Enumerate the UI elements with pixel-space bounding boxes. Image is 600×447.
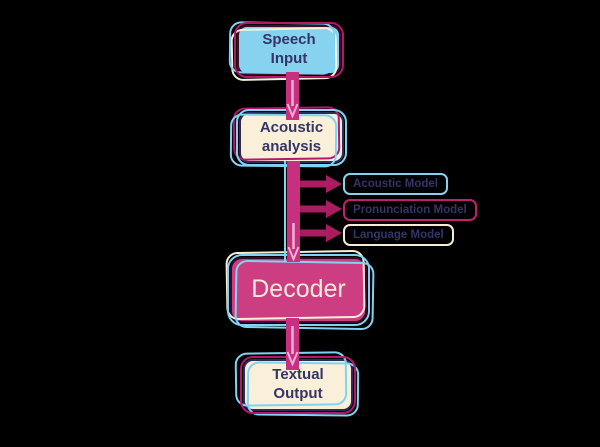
tag-pronunciation-model: Pronunciation Model — [343, 199, 477, 221]
arrow-speech-to-acoustic — [286, 72, 299, 120]
node-decoder: Decoder — [227, 254, 370, 326]
tag-language-model: Language Model — [343, 224, 454, 246]
node-label-line: analysis — [261, 137, 322, 155]
tag-acoustic-model: Acoustic Model — [343, 173, 448, 195]
node-label-line: Decoder — [251, 275, 346, 304]
node-acoustic-analysis: Acoustic analysis — [236, 109, 347, 166]
node-label-line: Speech — [262, 31, 316, 49]
node-speech-input: Speech Input — [234, 22, 344, 78]
node-label-line: Output — [273, 385, 323, 402]
arrow-to-language-model — [299, 224, 342, 242]
arrow-to-pronunciation-model — [299, 200, 342, 218]
arrow-decoder-to-textual — [286, 318, 299, 370]
node-label-line: Input — [270, 50, 308, 67]
node-label-line: Acoustic — [259, 118, 324, 136]
arrow-to-acoustic-model — [299, 175, 342, 193]
arrow-acoustic-to-decoder — [284, 161, 300, 262]
node-label-line: Textual — [272, 366, 324, 384]
